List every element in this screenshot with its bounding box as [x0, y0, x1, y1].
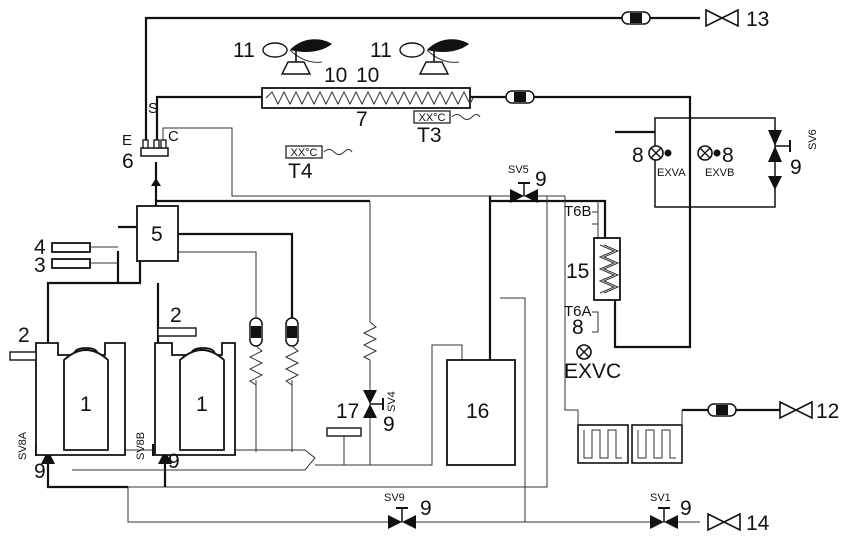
label-t6a: T6A — [564, 303, 592, 320]
label-9-sv9: 9 — [420, 497, 432, 520]
t6b-bracket — [592, 211, 599, 225]
label-sv1: SV1 — [650, 492, 671, 504]
label-sv8b: SV8B — [135, 432, 147, 460]
port-e: E — [122, 132, 132, 149]
label-7: 7 — [356, 108, 368, 131]
label-sv6: SV6 — [807, 129, 819, 150]
label-exvc: EXVC — [564, 360, 621, 383]
port-s: S — [148, 100, 158, 117]
t3-display: XX°C — [413, 110, 481, 124]
t3-display-text: XX°C — [418, 112, 445, 124]
fan-right — [399, 39, 469, 75]
labels: 11 11 10 10 7 T3 T4 E S C 6 5 4 3 2 2 1 … — [17, 8, 839, 535]
label-9-sv8b: 9 — [168, 450, 180, 473]
compressor-right — [154, 327, 236, 456]
fan-left — [262, 39, 332, 75]
sv4-valve — [363, 390, 384, 418]
label-9-sv8a: 9 — [34, 460, 46, 483]
label-14: 14 — [746, 512, 770, 535]
label-8-exva: 8 — [632, 144, 644, 167]
sv9-valve — [388, 507, 416, 529]
t4-display: XX°C — [285, 145, 353, 159]
component-17 — [326, 427, 362, 465]
capillary-sv4 — [362, 321, 378, 361]
t4-display-text: XX°C — [290, 147, 317, 159]
label-10-right: 10 — [356, 64, 379, 87]
label-16: 16 — [466, 400, 489, 423]
label-sv8a: SV8A — [17, 431, 29, 460]
sv5-valve — [510, 182, 538, 203]
label-1-right: 1 — [196, 393, 208, 416]
label-15: 15 — [566, 260, 589, 283]
label-t4: T4 — [288, 160, 313, 183]
label-9-sv4: 9 — [383, 413, 395, 436]
compressor-left — [9, 342, 126, 456]
label-exvb: EXVB — [705, 167, 734, 179]
label-sv4: SV4 — [386, 391, 398, 412]
label-2-right: 2 — [170, 304, 182, 327]
label-9-sv6: 9 — [790, 156, 802, 179]
plate-heat-exchanger-15 — [593, 237, 621, 301]
capillary-right — [284, 317, 300, 386]
label-11-left: 11 — [233, 39, 255, 62]
label-8-exvc: 8 — [572, 316, 584, 339]
label-3: 3 — [34, 254, 46, 277]
four-way-valve-6 — [140, 139, 169, 186]
oil-separator-5 — [136, 205, 179, 262]
label-12: 12 — [816, 400, 839, 423]
label-4: 4 — [34, 236, 46, 259]
coil-exchanger-right — [631, 424, 683, 464]
receiver-16 — [446, 359, 516, 466]
filter-top — [621, 11, 651, 25]
label-2-left: 2 — [18, 324, 30, 347]
label-6: 6 — [122, 150, 134, 173]
filter-middle — [505, 90, 535, 104]
label-9-sv1: 9 — [680, 497, 692, 520]
label-17: 17 — [336, 400, 359, 423]
label-13: 13 — [746, 8, 769, 31]
exva-valve — [648, 145, 672, 161]
coil-exchanger-left — [577, 424, 629, 464]
valve-12 — [779, 400, 813, 420]
sv1-valve — [650, 507, 678, 529]
exvb-valve — [697, 145, 721, 161]
label-9-sv5: 9 — [535, 168, 547, 191]
filter-lower — [707, 403, 737, 417]
port-c: C — [168, 128, 179, 145]
sv6-valve — [768, 130, 791, 190]
sensor-3 — [51, 258, 91, 269]
heat-exchanger-7 — [261, 87, 474, 109]
label-sv5: SV5 — [508, 164, 529, 176]
label-t6b: T6B — [564, 203, 592, 220]
exvc-valve — [576, 344, 592, 360]
label-5: 5 — [151, 223, 163, 246]
label-8-exvb: 8 — [722, 144, 734, 167]
label-exva: EXVA — [657, 167, 686, 179]
label-10-left: 10 — [324, 64, 347, 87]
t6a-bracket — [592, 311, 599, 333]
valve-14 — [707, 512, 741, 532]
label-11-right: 11 — [370, 39, 392, 62]
label-1-left: 1 — [80, 393, 92, 416]
capillary-left — [248, 317, 264, 386]
sensor-4 — [51, 242, 91, 253]
label-t3: T3 — [417, 124, 442, 147]
valve-13 — [705, 8, 739, 28]
label-sv9: SV9 — [384, 492, 405, 504]
